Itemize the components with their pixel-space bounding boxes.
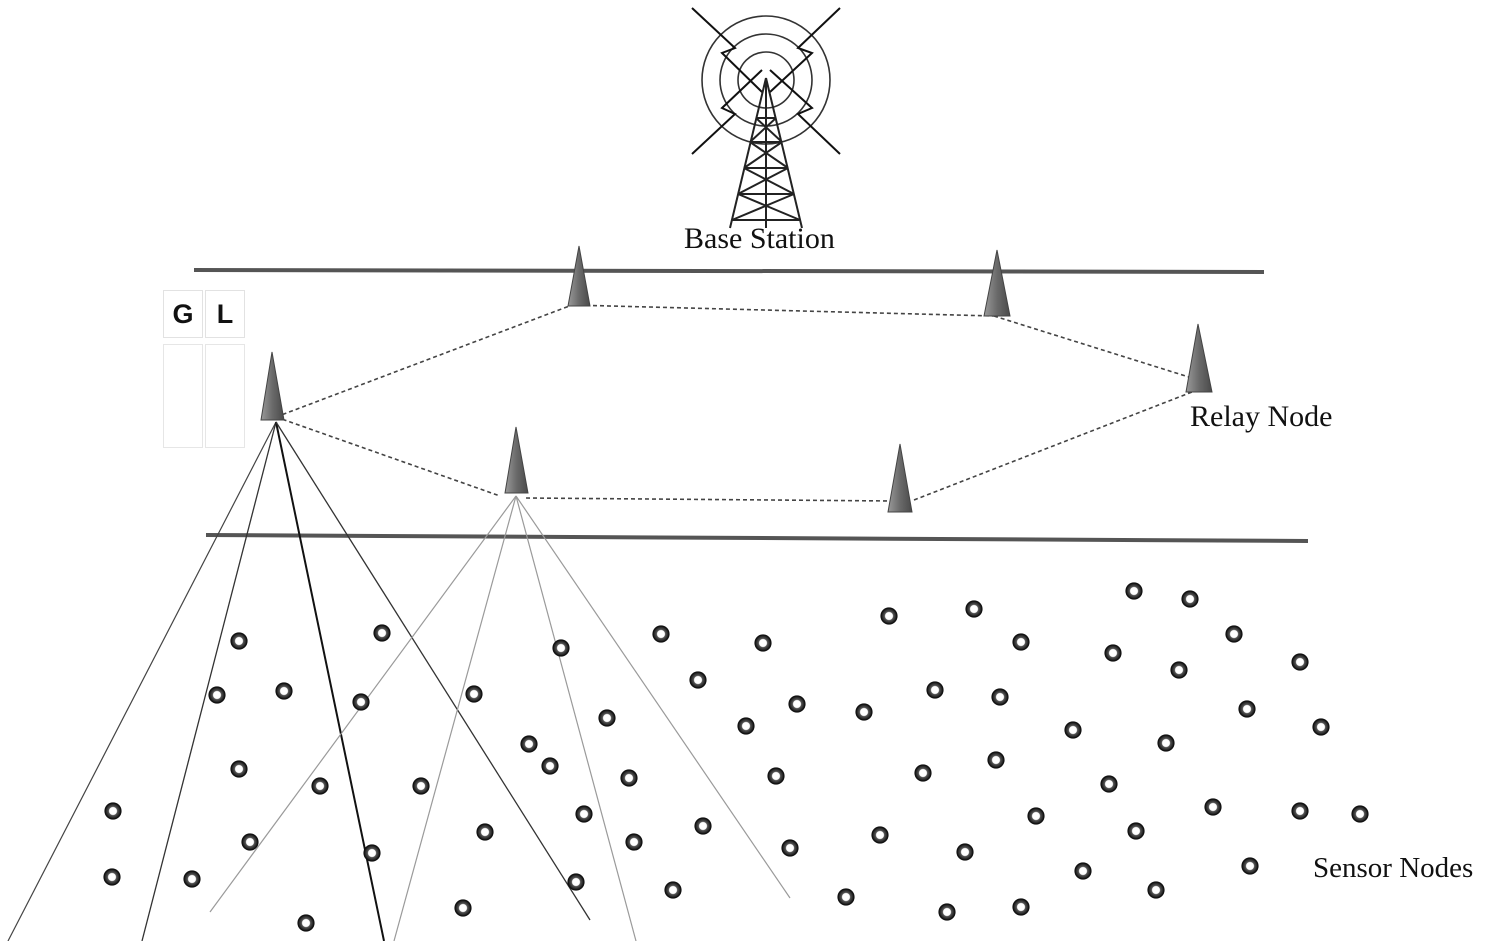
relay-node-label: Relay Node <box>1190 400 1333 433</box>
sensor-node-icon <box>1012 633 1030 651</box>
sensor-node-icon <box>575 805 593 823</box>
sensor-node-icon <box>652 625 670 643</box>
g-button[interactable]: G <box>163 290 203 338</box>
sensor-node-icon <box>1312 718 1330 736</box>
sensor-node-icon <box>788 695 806 713</box>
sensor-node-icon <box>476 823 494 841</box>
sensor-node-icon <box>1100 775 1118 793</box>
sensor-node-icon <box>781 839 799 857</box>
l-panel <box>205 344 245 448</box>
relay-node-icon <box>887 443 913 513</box>
sensor-node-icon <box>1225 625 1243 643</box>
sensor-node-icon <box>1204 798 1222 816</box>
sensor-node-icon <box>855 703 873 721</box>
base-station-label: Base Station <box>684 222 835 255</box>
sensor-node-icon <box>1170 661 1188 679</box>
sensor-node-icon <box>1238 700 1256 718</box>
sensor-node-icon <box>520 735 538 753</box>
sensor-node-icon <box>956 843 974 861</box>
sensor-node-icon <box>1074 862 1092 880</box>
g-panel <box>163 344 203 448</box>
sensor-node-icon <box>598 709 616 727</box>
sensor-node-icon <box>1181 590 1199 608</box>
sensor-node-icon <box>938 903 956 921</box>
sensor-node-icon <box>373 624 391 642</box>
relay-links <box>275 304 1193 502</box>
sensor-node-icon <box>352 693 370 711</box>
sensor-node-icon <box>965 600 983 618</box>
sensor-node-icon <box>541 757 559 775</box>
sensor-node-icon <box>412 777 430 795</box>
sensor-node-icon <box>1104 644 1122 662</box>
sensor-node-icon <box>1291 802 1309 820</box>
relay-node-icon <box>1185 323 1213 393</box>
sensor-node-icon <box>275 682 293 700</box>
sensor-node-icon <box>737 717 755 735</box>
sensor-node-icon <box>567 873 585 891</box>
sensor-node-icon <box>871 826 889 844</box>
sensor-node-icon <box>1012 898 1030 916</box>
sensor-node-icon <box>689 671 707 689</box>
sensor-node-icon <box>1027 807 1045 825</box>
sensor-node-icon <box>230 632 248 650</box>
sensor-node-icon <box>465 685 483 703</box>
sensor-node-icon <box>208 686 226 704</box>
sensor-node-icon <box>1351 805 1369 823</box>
sensor-node-icon <box>926 681 944 699</box>
sensor-node-icon <box>1127 822 1145 840</box>
relay-node-icon <box>260 351 285 421</box>
sensor-node-icon <box>241 833 259 851</box>
sensor-node-icon <box>767 767 785 785</box>
sensor-node-icon <box>754 634 772 652</box>
relay-node-icon <box>567 245 591 307</box>
sensor-node-icon <box>694 817 712 835</box>
sensor-node-icon <box>991 688 1009 706</box>
sensor-node-icon <box>1125 582 1143 600</box>
sensor-node-icon <box>1291 653 1309 671</box>
sensor-node-icon <box>620 769 638 787</box>
base-station-tower-icon <box>691 7 841 229</box>
sensor-node-icon <box>552 639 570 657</box>
sensor-node-icon <box>664 881 682 899</box>
sensor-node-icon <box>103 868 121 886</box>
sensor-node-icon <box>1241 857 1259 875</box>
l-button[interactable]: L <box>205 290 245 338</box>
sensor-node-icon <box>625 833 643 851</box>
sensor-node-icon <box>880 607 898 625</box>
relay-nodes <box>260 245 1213 513</box>
sensor-node-icon <box>104 802 122 820</box>
sensor-node-icon <box>837 888 855 906</box>
sensor-node-icon <box>311 777 329 795</box>
sensor-node-icon <box>454 899 472 917</box>
sensor-node-icon <box>363 844 381 862</box>
relay-node-icon <box>983 249 1011 317</box>
relay-node-icon <box>504 426 529 494</box>
sensor-node-icon <box>1147 881 1165 899</box>
sensor-node-icon <box>230 760 248 778</box>
upper-layer-line <box>193 268 1265 274</box>
coverage-lines <box>7 421 791 941</box>
sensor-nodes-label: Sensor Nodes <box>1313 852 1474 884</box>
sensor-node-icon <box>183 870 201 888</box>
sensor-node-icon <box>297 914 315 932</box>
sensor-node-icon <box>1157 734 1175 752</box>
lower-layer-line <box>205 533 1309 543</box>
sensor-nodes <box>103 582 1369 932</box>
sensor-node-icon <box>914 764 932 782</box>
sensor-node-icon <box>987 751 1005 769</box>
sensor-node-icon <box>1064 721 1082 739</box>
